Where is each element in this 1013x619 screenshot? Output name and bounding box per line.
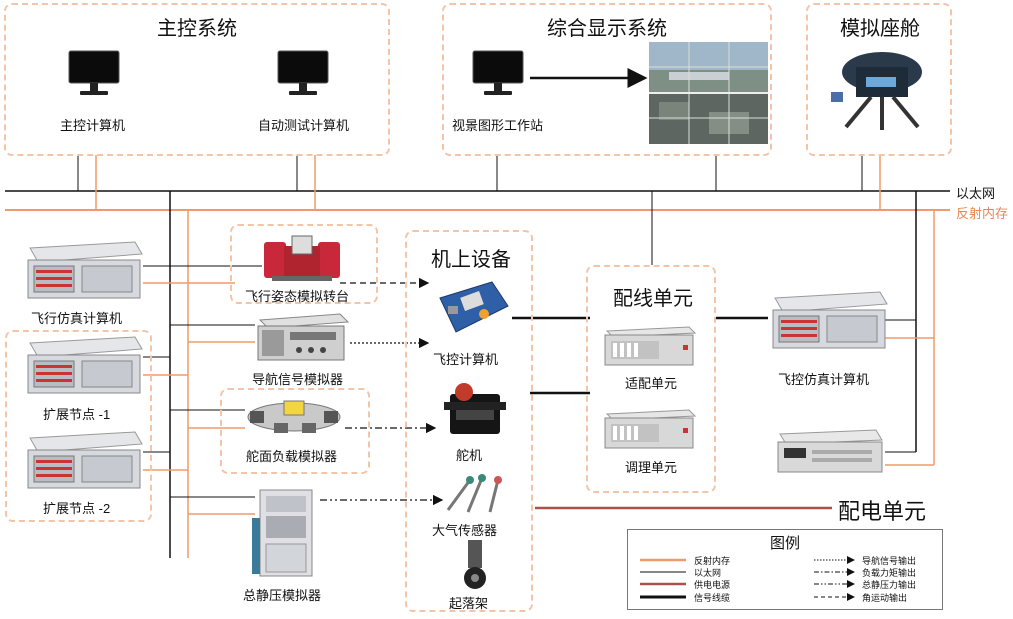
landing-gear-image [464,540,486,589]
attitude-group [230,224,378,304]
ext-node2-image [27,431,143,489]
adapter-unit-image [604,326,697,366]
power-unit-image [777,429,883,473]
nav-sim-image [257,313,350,361]
wiring-title: 配线单元 [613,288,693,310]
conditioning-unit-image [604,409,697,449]
nav-sim-label: 导航信号模拟器 [252,372,344,387]
legend-item-pitot-output: 总静压力输出 [862,580,917,590]
fc-sim-pc-image [772,291,888,349]
visual-workstation-monitor-icon [472,50,524,95]
rudder-load-group [220,388,370,474]
rudder-load-sim-image [247,400,341,433]
autotest-pc-monitor-icon [277,50,329,95]
servo-image [444,383,506,434]
display-system-title: 综合显示系统 [547,18,667,40]
legend-item-ethernet: 以太网 [694,568,722,578]
ext-nodes-group [5,330,152,522]
display-system-group [442,3,772,156]
landing-gear-label: 起落架 [449,596,489,611]
autotest-pc-label: 自动测试计算机 [258,118,350,133]
legend-item-signal-cable: 信号线缆 [694,593,731,603]
visual-workstation-label: 视景图形工作站 [452,118,544,133]
attitude-table-image [264,235,340,281]
legend-item-nav-output: 导航信号输出 [862,556,917,566]
pitot-sim-label: 总静压模拟器 [243,588,322,603]
ext-node1-label: 扩展节点 -1 [43,407,111,422]
legend-title: 图例 [769,535,800,552]
reflective-memory-label: 反射内存 [956,206,1009,221]
legend: 图例 反射内存 以太网 供电电源 信号线缆 导航信号输出 负载力矩输出 总静压力… [627,529,943,610]
cockpit-simulator-image [831,52,922,130]
pitot-sim-image [252,489,313,577]
rudder-load-sim-label: 舵面负载模拟器 [246,449,338,464]
power-unit-label: 配电单元 [838,499,927,524]
conditioning-unit-label: 调理单元 [625,460,678,475]
ethernet-label: 以太网 [956,186,996,201]
flight-sim-pc-image [27,241,143,299]
adapter-unit-label: 适配单元 [625,376,678,391]
legend-item-angular-motion-output: 角运动输出 [862,593,908,603]
attitude-table-label: 飞行姿态模拟转台 [245,289,350,304]
master-pc-monitor-icon [68,50,120,95]
master-control-group [4,3,390,156]
air-sensor-label: 大气传感器 [432,523,498,538]
master-pc-label: 主控计算机 [60,118,126,133]
servo-label: 舵机 [456,448,483,463]
air-sensor-image [446,474,502,513]
ext-node2-label: 扩展节点 -2 [43,501,111,516]
flight-sim-pc-label: 飞行仿真计算机 [31,311,123,326]
fc-computer-image [439,281,509,333]
ext-node1-image [27,336,143,394]
display-wall-image [649,42,768,144]
airborne-title: 机上设备 [431,249,511,271]
fc-computer-label: 飞控计算机 [433,352,499,367]
master-control-title: 主控系统 [157,18,237,40]
legend-symbols [640,556,855,601]
airborne-group [405,230,533,612]
legend-item-load-torque-output: 负载力矩输出 [862,568,917,578]
fc-sim-pc-label: 飞控仿真计算机 [778,372,870,387]
cockpit-group [806,3,952,156]
legend-item-reflective-memory: 反射内存 [694,556,731,566]
cockpit-title: 模拟座舱 [840,18,920,40]
legend-item-power: 供电电源 [694,580,731,590]
wiring-group [586,265,716,493]
